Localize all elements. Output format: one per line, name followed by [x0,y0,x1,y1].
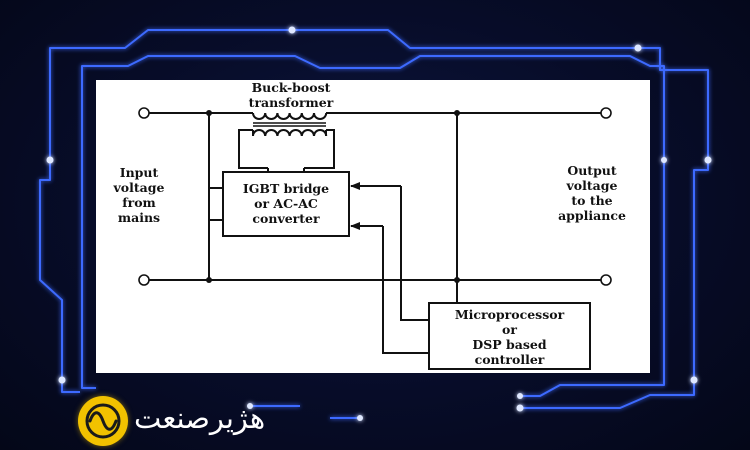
input-terminal-top [138,107,150,119]
controller-label-line: Microprocessor [454,307,565,322]
converter-label-line: IGBT bridge [242,181,330,196]
output-label-line: Output [567,163,617,178]
converter-label: IGBT bridge or AC-AC converter [223,181,349,226]
output-label-line: voltage [566,178,618,193]
converter-label-line: converter [252,211,320,226]
brand-logo-icon [78,396,128,446]
controller-label: Microprocessor or DSP based controller [429,307,590,367]
controller-box [428,302,591,370]
output-terminal-top [600,107,612,119]
output-terminal-bottom [600,274,612,286]
transformer-label-line: transformer [248,95,334,110]
circuit-drawing [138,107,612,370]
converter-label-line: or AC-AC [254,196,318,211]
output-label-line: to the [571,193,613,208]
input-label: Input voltage from mains [96,165,182,225]
junction-dot [206,110,212,116]
junction-dot [206,277,212,283]
igbt-converter-box [222,171,350,237]
input-label-line: mains [117,210,161,225]
transformer-label-line: Buck-boost [251,80,331,95]
input-label-line: Input [119,165,159,180]
brand-name: هژیرصنعت [134,401,266,435]
junction-dot [454,110,460,116]
sine-wave-icon [85,403,121,439]
controller-label-line: controller [474,352,545,367]
input-label-line: voltage [113,180,165,195]
block-diagram-panel: Buck-boost transformer IGBT bridge or AC… [96,80,650,373]
controller-label-line: DSP based [472,337,547,352]
output-label-line: appliance [558,208,626,223]
output-label: Output voltage to the appliance [542,163,642,223]
controller-label-line: or [502,322,517,337]
junction-dot [454,277,460,283]
input-terminal-bottom [138,274,150,286]
input-label-line: from [122,195,156,210]
transformer-label: Buck-boost transformer [236,80,346,110]
